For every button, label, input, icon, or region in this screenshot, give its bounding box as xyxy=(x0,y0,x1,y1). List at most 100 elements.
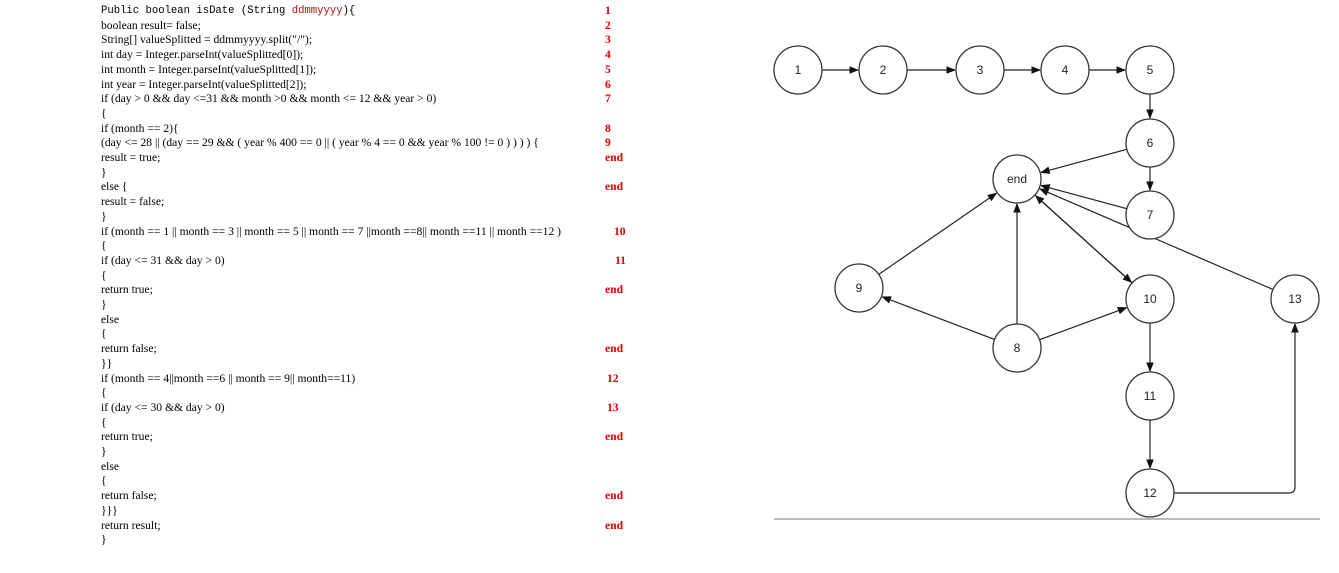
node-12: 12 xyxy=(1125,468,1175,518)
code-line: if (month == 2){8 xyxy=(101,122,641,136)
code-text: return false; xyxy=(101,342,157,356)
node-label: 4 xyxy=(1062,63,1069,77)
node-9: 9 xyxy=(834,263,884,313)
code-line: if (day <= 30 && day > 0) 13 xyxy=(101,401,641,415)
line-number-label: 1 xyxy=(605,4,611,17)
line-number-label: 7 xyxy=(605,92,611,106)
code-line: (day <= 28 || (day == 29 && ( year % 400… xyxy=(101,136,641,150)
code-text: return result; xyxy=(101,518,161,532)
node-circle xyxy=(992,154,1042,204)
node-circle xyxy=(1270,274,1320,324)
node-1: 1 xyxy=(773,45,823,95)
code-line: String[] valueSplitted = ddmmyyyy.split(… xyxy=(101,33,641,47)
code-text: { xyxy=(101,327,107,341)
node-circle xyxy=(834,263,884,313)
code-text: int year = Integer.parseInt(valueSplitte… xyxy=(101,77,307,91)
line-number-label: end xyxy=(605,430,624,444)
node-label: 7 xyxy=(1147,208,1154,222)
node-circle xyxy=(1125,45,1175,95)
code-text: else xyxy=(101,459,120,473)
node-7: 7 xyxy=(1125,190,1175,240)
line-number-label: end xyxy=(605,180,624,194)
code-line: if (month == 4||month ==6 || month == 9|… xyxy=(101,372,641,386)
code-line: } xyxy=(101,298,641,312)
code-line: { xyxy=(101,474,641,488)
code-text: { xyxy=(101,239,107,253)
node-8: 8 xyxy=(992,323,1042,373)
code-text: String[] valueSplitted = ddmmyyyy.split(… xyxy=(101,33,313,47)
code-text: }}} xyxy=(101,503,118,517)
code-text: } xyxy=(101,445,107,458)
node-13: 13 xyxy=(1270,274,1320,324)
node-label: 10 xyxy=(1143,292,1157,306)
code-line: if (day <= 31 && day > 0)11 xyxy=(101,254,641,268)
node-label: 2 xyxy=(880,63,887,77)
node-4: 4 xyxy=(1040,45,1090,95)
code-text: { xyxy=(101,474,107,488)
code-text: boolean result= false; xyxy=(101,18,201,32)
line-number-label: 8 xyxy=(605,121,611,135)
edge-end-to-10 xyxy=(1034,194,1133,283)
edge-12-to-13 xyxy=(1174,323,1299,494)
code-line: else { end xyxy=(101,180,641,194)
code-text: } xyxy=(101,209,107,223)
node-2: 2 xyxy=(858,45,908,95)
line-number-label: 12 xyxy=(607,371,619,385)
code-line: } xyxy=(101,533,641,547)
code-line: { xyxy=(101,269,641,283)
code-line: { xyxy=(101,107,641,121)
node-circle xyxy=(1040,45,1090,95)
code-text: return true; xyxy=(101,430,153,444)
node-circle xyxy=(1125,371,1175,421)
node-label: 1 xyxy=(795,63,802,77)
node-label: 9 xyxy=(856,281,863,295)
line-number-label: 10 xyxy=(614,224,626,238)
line-number-label: 2 xyxy=(605,18,611,32)
line-number-label: 13 xyxy=(607,400,619,414)
code-text: } xyxy=(101,533,107,547)
node-circle xyxy=(955,45,1005,95)
parameter-name: ddmmyyyy xyxy=(291,5,343,17)
code-text: (day <= 28 || (day == 29 && ( year % 400… xyxy=(101,136,539,150)
code-line: else xyxy=(101,313,641,327)
code-text: { xyxy=(101,386,107,400)
code-line: int year = Integer.parseInt(valueSplitte… xyxy=(101,78,641,92)
edge-6-to-end xyxy=(1040,148,1127,174)
code-text: else xyxy=(101,312,120,326)
line-number-label: 9 xyxy=(605,136,611,150)
code-text: }} xyxy=(101,356,113,370)
code-line: result = true; end xyxy=(101,151,641,165)
code-line: } xyxy=(101,445,641,459)
node-label: 6 xyxy=(1147,136,1154,150)
code-text: if (month == 4||month ==6 || month == 9|… xyxy=(101,371,356,385)
node-circle xyxy=(1125,190,1175,240)
code-line: } xyxy=(101,210,641,224)
code-text: Public boolean isDate (String ddmmyyyy){ xyxy=(101,5,356,17)
node-circle xyxy=(1125,468,1175,518)
node-label: end xyxy=(1007,172,1027,186)
code-text: result = false; xyxy=(101,195,165,209)
node-label: 3 xyxy=(977,63,984,77)
node-circle xyxy=(1125,118,1175,168)
code-text: result = true; xyxy=(101,151,161,164)
node-5: 5 xyxy=(1125,45,1175,95)
code-text: } xyxy=(101,298,107,311)
code-text: { xyxy=(101,106,107,120)
code-text: int month = Integer.parseInt(valueSplitt… xyxy=(101,62,317,76)
code-text: if (day <= 30 && day > 0) xyxy=(101,400,225,414)
edge-8-to-9 xyxy=(881,296,995,341)
node-label: 13 xyxy=(1288,292,1302,306)
code-text: return false; xyxy=(101,489,157,503)
code-line: if (month == 1 || month == 3 || month ==… xyxy=(101,225,641,239)
code-text: { xyxy=(101,415,107,429)
code-text: return true; xyxy=(101,283,153,297)
code-line: if (day > 0 && day <=31 && month >0 && m… xyxy=(101,92,641,106)
node-6: 6 xyxy=(1125,118,1175,168)
edge-7-to-end xyxy=(1040,184,1127,210)
code-text: } xyxy=(101,165,107,179)
node-circle xyxy=(1125,274,1175,324)
line-number-label: end xyxy=(605,151,624,164)
code-text: else { xyxy=(101,180,128,194)
code-line: { xyxy=(101,327,641,341)
code-text: { xyxy=(101,268,107,282)
